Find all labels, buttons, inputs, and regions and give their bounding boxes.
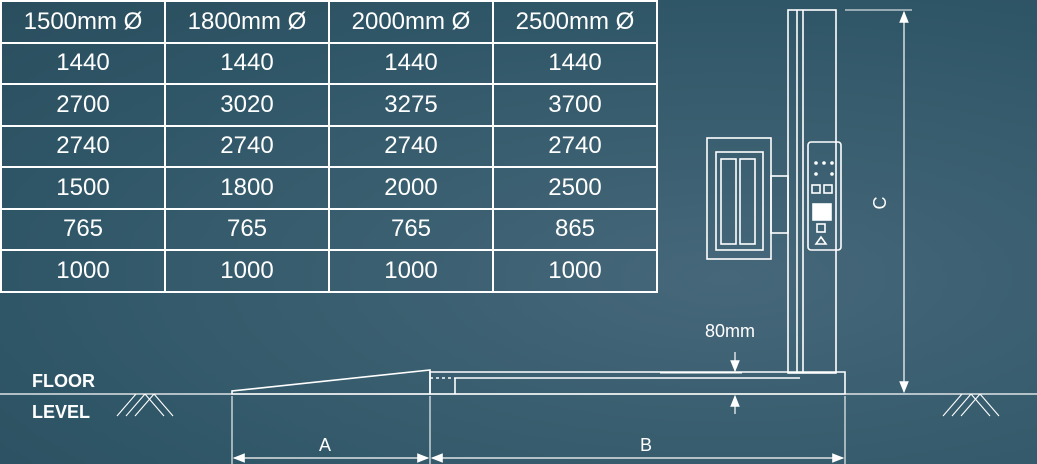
ground-hatch-left [116,393,174,417]
table-cell: 865 [492,207,658,251]
table-cell: 1440 [164,41,330,85]
access-ramp [231,369,431,395]
table-cell: 1440 [492,41,658,85]
dim-a-label: A [319,435,331,455]
dim-b-label: B [640,435,652,455]
table-cell: 2740 [492,124,658,168]
dim-c-label: C [870,197,890,210]
table-header-row: 1500mm Ø 1800mm Ø 2000mm Ø 2500mm Ø [0,0,658,44]
floor-label: FLOOR [32,371,95,391]
table-row: 1500 1800 2000 2500 [0,166,658,210]
carriage-bracket [770,175,789,234]
table-row: 765 765 765 865 [0,207,658,251]
table-cell: 1440 [328,41,494,85]
table-cell: 1000 [492,249,658,293]
table-cell: 3275 [328,83,494,127]
control-panel [807,141,842,251]
table-cell: 1000 [328,249,494,293]
table-cell: 2700 [0,83,166,127]
table-row: 1000 1000 1000 1000 [0,249,658,293]
table-row: 1440 1440 1440 1440 [0,41,658,85]
table-cell: 2740 [328,124,494,168]
table-cell: 765 [164,207,330,251]
table-cell: 765 [328,207,494,251]
header-1500: 1500mm Ø [0,0,166,44]
table-cell: 1000 [164,249,330,293]
table-cell: 2740 [164,124,330,168]
table-cell: 1800 [164,166,330,210]
control-panel-indicators [814,161,834,176]
table-cell: 1000 [0,249,166,293]
table-cell: 2500 [492,166,658,210]
table-cell: 2740 [0,124,166,168]
header-2500: 2500mm Ø [492,0,658,44]
level-label: LEVEL [32,402,90,422]
table-cell: 3020 [164,83,330,127]
header-2000: 2000mm Ø [328,0,494,44]
table-cell: 1500 [0,166,166,210]
platform-base [429,371,846,395]
header-1800: 1800mm Ø [164,0,330,44]
table-row: 2740 2740 2740 2740 [0,124,658,168]
table-cell: 1440 [0,41,166,85]
dim-80mm-label: 80mm [705,321,755,341]
spec-table: 1500mm Ø 1800mm Ø 2000mm Ø 2500mm Ø 1440… [0,0,658,293]
table-cell: 2000 [328,166,494,210]
ground-hatch-right [942,393,1000,417]
table-cell: 765 [0,207,166,251]
table-row: 2700 3020 3275 3700 [0,83,658,127]
table-cell: 3700 [492,83,658,127]
